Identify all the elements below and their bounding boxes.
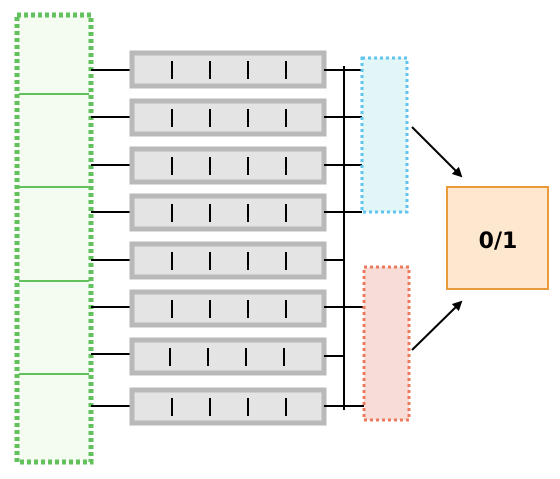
cell-outputs <box>324 69 344 407</box>
cell <box>129 193 327 232</box>
cell <box>129 241 327 280</box>
cell-row <box>129 98 327 137</box>
cell <box>129 146 327 185</box>
blue-module <box>360 56 409 214</box>
input-block-frame <box>14 12 94 465</box>
red-module <box>362 265 411 422</box>
cell-row <box>129 193 327 232</box>
cells <box>129 50 327 426</box>
arrow-blue-to-output <box>411 126 463 178</box>
cell <box>129 387 327 426</box>
cell-row <box>129 387 327 426</box>
bus-taps-blue <box>344 69 362 213</box>
cell-row <box>129 289 327 328</box>
cell-row <box>129 337 327 376</box>
cell <box>129 98 327 137</box>
cell <box>129 337 327 376</box>
input-connectors <box>91 69 132 407</box>
cell-row <box>129 241 327 280</box>
bus-taps-red <box>344 306 364 407</box>
output-box <box>446 186 549 290</box>
cell-row <box>129 146 327 185</box>
cell <box>129 50 327 89</box>
cell <box>129 289 327 328</box>
cell-row <box>129 50 327 89</box>
output-label: 0/1 <box>479 229 518 254</box>
arrow-red-to-output <box>411 300 463 351</box>
input-block <box>14 12 94 465</box>
